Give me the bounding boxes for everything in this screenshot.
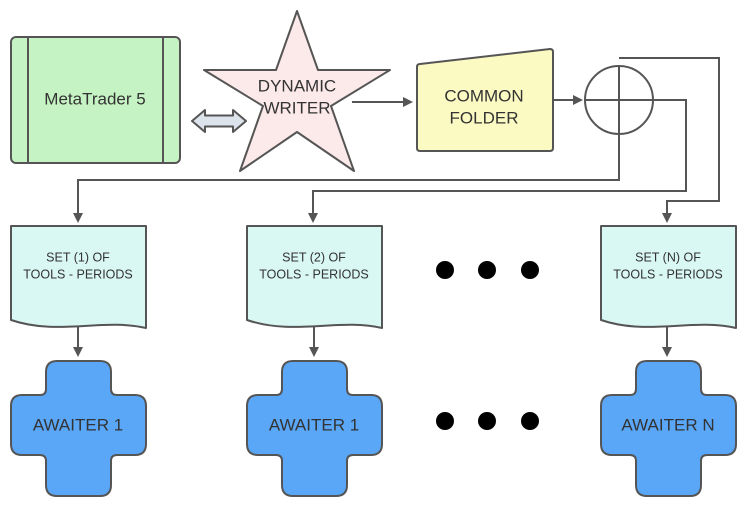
set-2-label-line2: TOOLS - PERIODS — [259, 267, 369, 281]
metatrader-box — [10, 36, 181, 164]
set-node-1: SET (1) OF TOOLS - PERIODS — [10, 225, 147, 329]
awaiter-node-n: AWAITER N — [600, 360, 737, 497]
dynamic-writer-label-line2: WRITER — [263, 98, 330, 117]
set-n-document-shape — [600, 225, 737, 329]
set-1-label-line2: TOOLS - PERIODS — [23, 267, 133, 281]
set-1-label-line1: SET (1) OF — [46, 250, 110, 264]
ellipsis-dot — [478, 261, 496, 279]
dynamic-writer-label-line1: DYNAMIC — [258, 76, 336, 95]
bidirectional-arrow-icon — [191, 109, 247, 133]
common-folder-shape — [416, 48, 554, 152]
set-n-label-line2: TOOLS - PERIODS — [613, 267, 723, 281]
dynamic-writer-node: DYNAMIC WRITER — [203, 10, 391, 172]
set-node-n: SET (N) OF TOOLS - PERIODS — [600, 225, 737, 329]
common-folder-label-line2: FOLDER — [450, 108, 519, 127]
edge-merge-to-set-2 — [308, 99, 687, 223]
ellipsis-dots-icon — [436, 412, 539, 430]
set-2-document-shape — [246, 225, 383, 329]
ellipsis-dot — [436, 261, 454, 279]
metatrader-label: MetaTrader 5 — [44, 89, 145, 108]
ellipsis-dot — [478, 412, 496, 430]
awaiter-node-2: AWAITER 1 — [246, 360, 383, 497]
common-folder-node: COMMON FOLDER — [416, 48, 554, 152]
set-1-document-shape — [10, 225, 147, 329]
ellipsis-dot — [521, 412, 539, 430]
awaiter-n-label: AWAITER N — [621, 415, 714, 434]
metatrader-node: MetaTrader 5 — [10, 36, 181, 164]
summing-junction-icon — [584, 65, 654, 135]
set-2-label-line1: SET (2) OF — [282, 250, 346, 264]
common-folder-label-line1: COMMON — [444, 86, 523, 105]
awaiter-1-label: AWAITER 1 — [33, 415, 123, 434]
ellipsis-dot — [521, 261, 539, 279]
awaiter-2-cross — [246, 360, 383, 497]
ellipsis-dots-icon — [436, 261, 539, 279]
awaiter-1-cross — [10, 360, 147, 497]
awaiter-2-label: AWAITER 1 — [269, 415, 359, 434]
edge-merge-to-set-n — [619, 57, 720, 223]
set-n-label-line1: SET (N) OF — [635, 250, 701, 264]
ellipsis-dot — [436, 412, 454, 430]
awaiter-node-1: AWAITER 1 — [10, 360, 147, 497]
awaiter-n-cross — [600, 360, 737, 497]
set-node-2: SET (2) OF TOOLS - PERIODS — [246, 225, 383, 329]
dynamic-writer-star — [203, 10, 391, 172]
